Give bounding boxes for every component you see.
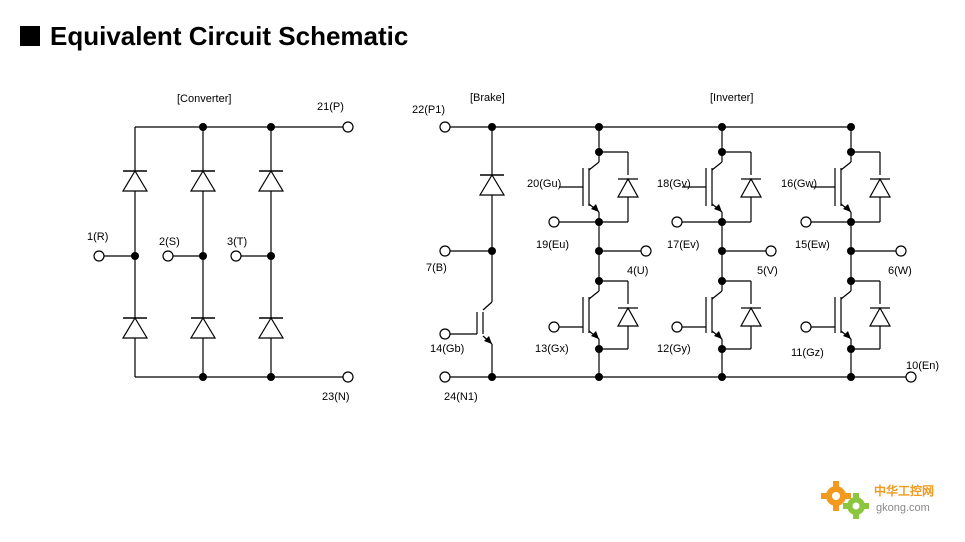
diode-icon — [190, 317, 216, 339]
terminal-6-label: 6(W) — [888, 265, 912, 277]
watermark-url-text: gkong.com — [876, 502, 930, 514]
terminal-13-label: 13(Gx) — [535, 343, 569, 355]
terminal-17-label: 17(Ev) — [667, 239, 699, 251]
igbt-arrow-icon — [843, 331, 851, 339]
igbt-arrow-icon — [484, 336, 492, 344]
junction-dot — [595, 247, 603, 255]
terminal-circle — [548, 216, 560, 228]
title-square-icon — [20, 26, 40, 46]
section-brake: [Brake] — [470, 92, 505, 104]
wire — [711, 290, 723, 300]
diode-icon — [616, 306, 640, 327]
junction-dot — [595, 277, 603, 285]
terminal-14-label: 14(Gb) — [430, 343, 464, 355]
terminal-24-label: 24(N1) — [444, 391, 478, 403]
junction-dot — [595, 345, 603, 353]
terminal-circle — [640, 245, 652, 257]
watermark-cn-text: 中华工控网 — [874, 483, 934, 498]
section-inverter: [Inverter] — [710, 92, 753, 104]
diode-icon — [122, 170, 148, 192]
junction-dot — [847, 373, 855, 381]
junction-dot — [718, 218, 726, 226]
terminal-18-label: 18(Gv) — [657, 178, 691, 190]
page-title: Equivalent Circuit Schematic — [20, 18, 408, 54]
junction-dots — [131, 123, 496, 381]
brake-diode-icon — [479, 174, 505, 196]
igbt-arrow-icon — [843, 204, 851, 212]
wire — [588, 290, 600, 300]
junction-dot — [847, 148, 855, 156]
diode-icon — [122, 317, 148, 339]
junction-dot — [595, 123, 603, 131]
terminal-circle — [800, 216, 812, 228]
terminal-19-label: 19(Eu) — [536, 239, 569, 251]
terminal-5-label: 5(V) — [757, 265, 778, 277]
watermark-logo: 中华工控网 gkong.com — [818, 474, 953, 524]
junction-dot — [847, 277, 855, 285]
terminal-4-label: 4(U) — [627, 265, 648, 277]
junction-dot — [718, 247, 726, 255]
terminal-circle — [671, 321, 683, 333]
terminal-12-label: 12(Gy) — [657, 343, 691, 355]
diode-icon — [739, 177, 763, 198]
diode-icon — [868, 306, 892, 327]
junction-dot — [595, 373, 603, 381]
page-title-text: Equivalent Circuit Schematic — [50, 20, 409, 51]
diode-icon — [258, 170, 284, 192]
junction-dot — [847, 218, 855, 226]
igbt-arrow-icon — [591, 331, 599, 339]
gear-logo-icon: 中华工控网 gkong.com — [821, 481, 934, 519]
junction-dot — [718, 277, 726, 285]
terminal-21-label: 21(P) — [317, 101, 344, 113]
terminal-16-label: 16(Gw) — [781, 178, 817, 190]
diode-icon — [190, 170, 216, 192]
diode-icon — [739, 306, 763, 327]
diode-icon — [258, 317, 284, 339]
junction-dot — [847, 247, 855, 255]
igbt-arrow-icon — [714, 331, 722, 339]
terminal-20-label: 20(Gu) — [527, 178, 561, 190]
junction-dot — [718, 345, 726, 353]
terminal-circle — [765, 245, 777, 257]
terminal-10-label: 10(En) — [906, 360, 939, 372]
junction-dot — [718, 123, 726, 131]
terminal-11-label: 11(Gz) — [791, 347, 824, 359]
terminal-2-label: 2(S) — [159, 236, 180, 248]
terminal-7-label: 7(B) — [426, 262, 447, 274]
junction-dot — [595, 148, 603, 156]
junction-dot — [718, 373, 726, 381]
green-gear-icon — [843, 493, 869, 519]
terminal-3-label: 3(T) — [227, 236, 247, 248]
diode-icon — [616, 177, 640, 198]
terminal-22-label: 22(P1) — [412, 104, 445, 116]
junction-dot — [718, 148, 726, 156]
terminal-circle — [895, 245, 907, 257]
section-converter: [Converter] — [177, 93, 231, 105]
wire — [711, 161, 723, 171]
inverter-legs — [548, 123, 907, 381]
terminal-circle — [800, 321, 812, 333]
terminal-1-label: 1(R) — [87, 231, 108, 243]
terminal-circle — [671, 216, 683, 228]
wire — [588, 161, 600, 171]
terminal-circle — [548, 321, 560, 333]
junction-dot — [847, 123, 855, 131]
orange-gear-icon — [821, 481, 851, 511]
terminal-circles — [93, 121, 917, 383]
igbt-arrow-icon — [714, 204, 722, 212]
igbt-arrow-icon — [591, 204, 599, 212]
terminal-15-label: 15(Ew) — [795, 239, 830, 251]
wire — [840, 290, 852, 300]
wire — [840, 161, 852, 171]
terminal-23-label: 23(N) — [322, 391, 350, 403]
diode-icon — [868, 177, 892, 198]
junction-dot — [595, 218, 603, 226]
junction-dot — [847, 345, 855, 353]
